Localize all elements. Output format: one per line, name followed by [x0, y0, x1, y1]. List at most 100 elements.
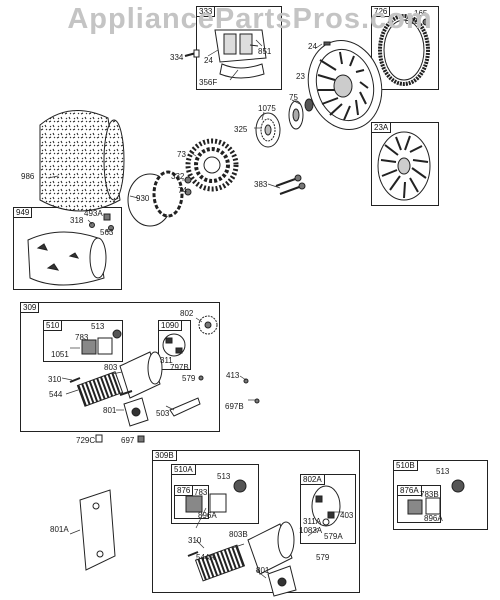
label-851: 851 [258, 47, 272, 56]
bearing-325 [255, 112, 281, 148]
box-333-id: 333 [196, 6, 216, 17]
starter-gear-510B [407, 479, 465, 515]
label-801A: 801A [50, 525, 69, 534]
label-801-b: 801 [256, 566, 270, 575]
drive-endcap-801 [123, 397, 149, 427]
box-726-id: 726 [371, 6, 391, 17]
loose-hardware [95, 375, 260, 443]
rectifier-bracket [214, 29, 267, 79]
label-783-a: 783 [75, 333, 89, 342]
label-24-a: 24 [204, 56, 213, 65]
box-23A: 23A [371, 122, 439, 206]
watermark: AppliancePartsPros.com [67, 3, 433, 35]
drive-endcap-801 [267, 565, 297, 597]
label-310-a: 310 [48, 375, 62, 384]
box-510-id: 510 [43, 320, 63, 331]
label-493A: 493A [84, 209, 103, 218]
screws-949 [89, 213, 114, 231]
box-876-id: 876 [174, 485, 194, 496]
box-510: 510 [43, 320, 123, 362]
box-309B-id: 309B [152, 450, 177, 461]
label-783B: 783B [420, 490, 439, 499]
label-383: 383 [254, 180, 268, 189]
armature-544A [187, 544, 246, 582]
screws-383 [275, 174, 306, 195]
box-1090: 1090 [158, 320, 191, 370]
label-579A: 579A [324, 532, 343, 541]
screen-986 [39, 109, 125, 212]
hardware-332 [184, 176, 192, 196]
box-309: 309 [20, 302, 220, 432]
label-1051: 1051 [51, 350, 69, 359]
flywheel-23A [377, 131, 431, 201]
label-513-c: 513 [436, 467, 450, 476]
label-503: 503 [156, 409, 170, 418]
label-797B: 797B [170, 363, 189, 372]
endcap-802A [311, 485, 341, 527]
label-783-b: 783 [194, 488, 208, 497]
stator-73 [185, 138, 239, 192]
label-803-a: 803 [104, 363, 118, 372]
brush-plate-1090 [162, 333, 186, 357]
box-23A-id: 23A [371, 122, 392, 133]
box-802A-id: 802A [300, 474, 325, 485]
label-165: 165 [414, 9, 428, 18]
label-356F: 356F [199, 78, 218, 87]
label-802: 802 [180, 309, 194, 318]
label-896A-a: 896A [198, 511, 217, 520]
box-510A-id: 510A [171, 464, 196, 475]
starter-housing-803 [119, 351, 163, 399]
box-510A: 510A [171, 464, 259, 524]
label-930: 930 [136, 194, 150, 203]
label-729C: 729C [76, 436, 96, 445]
label-24-b: 24 [308, 42, 317, 51]
label-801-a: 801 [103, 406, 117, 415]
label-73: 73 [177, 150, 186, 159]
label-75: 75 [289, 93, 298, 102]
box-726: 726 [371, 6, 439, 90]
label-986: 986 [21, 172, 35, 181]
starter-gear-510 [81, 329, 122, 355]
bracket-503 [169, 397, 201, 417]
blower-housing-949 [27, 231, 107, 286]
box-876: 876 [174, 485, 209, 519]
starter-gear-510A [185, 479, 247, 513]
label-311A: 311A [303, 517, 322, 526]
label-1075: 1075 [258, 104, 276, 113]
label-74: 74 [178, 186, 187, 195]
key-24 [323, 41, 331, 46]
label-896A-b: 896A [424, 514, 443, 523]
label-544-a: 544 [49, 390, 63, 399]
box-309B: 309B [152, 450, 360, 593]
box-333: 333 [196, 6, 282, 90]
label-513-b: 513 [217, 472, 231, 481]
label-310-b: 310 [188, 536, 202, 545]
box-510B-id: 510B [393, 460, 418, 471]
label-1083A: 1083A [299, 526, 323, 535]
cup-930 [127, 170, 184, 227]
box-949-id: 949 [13, 207, 33, 218]
leader-lines [47, 21, 423, 579]
box-1090-id: 1090 [158, 320, 182, 331]
box-309-id: 309 [20, 302, 40, 313]
label-318: 318 [70, 216, 84, 225]
label-513-a: 513 [91, 322, 105, 331]
label-803B: 803B [229, 530, 248, 539]
pulley-75 [288, 98, 314, 130]
label-697: 697 [121, 436, 135, 445]
label-334: 334 [170, 53, 184, 62]
label-579-a: 579 [182, 374, 196, 383]
box-876A-id: 876A [397, 485, 422, 496]
screw-165 [422, 18, 430, 26]
label-311-a: 311 [160, 356, 173, 365]
label-413: 413 [226, 371, 240, 380]
label-697B: 697B [225, 402, 244, 411]
box-802A: 802A [300, 474, 356, 544]
label-23: 23 [296, 72, 305, 81]
label-325: 325 [234, 125, 248, 134]
endcap-802 [198, 315, 218, 335]
starter-housing-803B [247, 521, 295, 575]
label-563: 563 [100, 228, 114, 237]
